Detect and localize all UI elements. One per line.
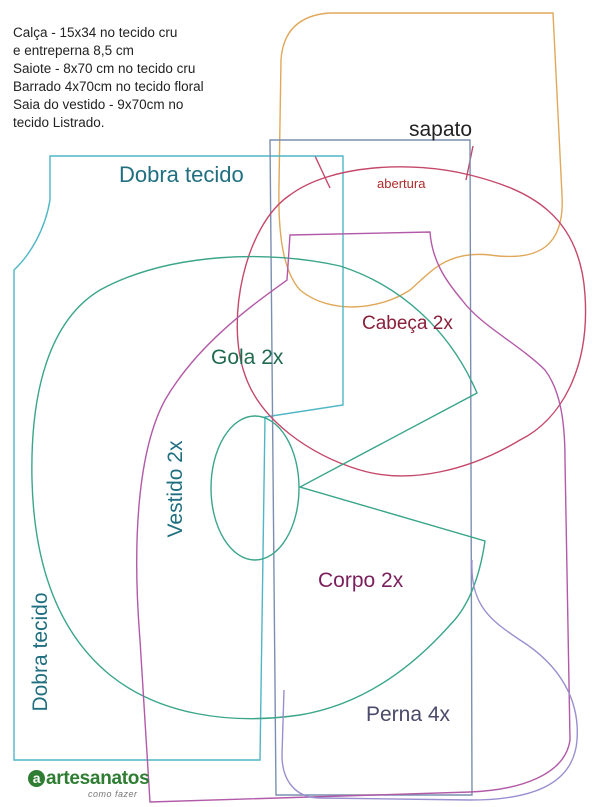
gola-inner-oval [210, 415, 300, 561]
perna-outline [281, 559, 578, 801]
note-line: Saia do vestido - 9x70cm no [13, 97, 184, 112]
label-gola: Gola 2x [211, 346, 284, 369]
note-line: e entreperna 8,5 cm [13, 43, 134, 58]
logo-brand: artesanatos [46, 768, 150, 789]
vestido-outline [13, 155, 344, 761]
cabeca-outline [236, 166, 587, 477]
label-vestido: Vestido 2x [164, 440, 187, 538]
gola-outline [31, 255, 486, 720]
label-corpo: Corpo 2x [318, 569, 404, 592]
note-line: Calça - 15x34 no tecido cru [13, 25, 178, 40]
label-perna: Perna 4x [366, 703, 451, 726]
corpo-outline [136, 231, 571, 803]
note-line: tecido Listrado. [13, 115, 105, 130]
label-sapato: sapato [409, 118, 473, 141]
label-dobra-tecido-top: Dobra tecido [119, 162, 244, 187]
note-line: Saiote - 8x70 cm no tecido cru [13, 61, 196, 76]
logo-a-icon: a [28, 770, 45, 787]
label-abertura: abertura [377, 176, 426, 191]
cutting-notes: Calça - 15x34 no tecido cru e entreperna… [13, 24, 204, 132]
label-dobra-tecido-side: Dobra tecido [29, 592, 52, 712]
label-cabeca: Cabeça 2x [362, 313, 453, 334]
sapato-mark-left [314, 155, 331, 189]
perna-guide-rectangle [269, 139, 473, 796]
logo-tagline: como fazer [88, 789, 138, 799]
sapato-outline [278, 12, 563, 308]
note-line: Barrado 4x70cm no tecido floral [13, 79, 204, 94]
